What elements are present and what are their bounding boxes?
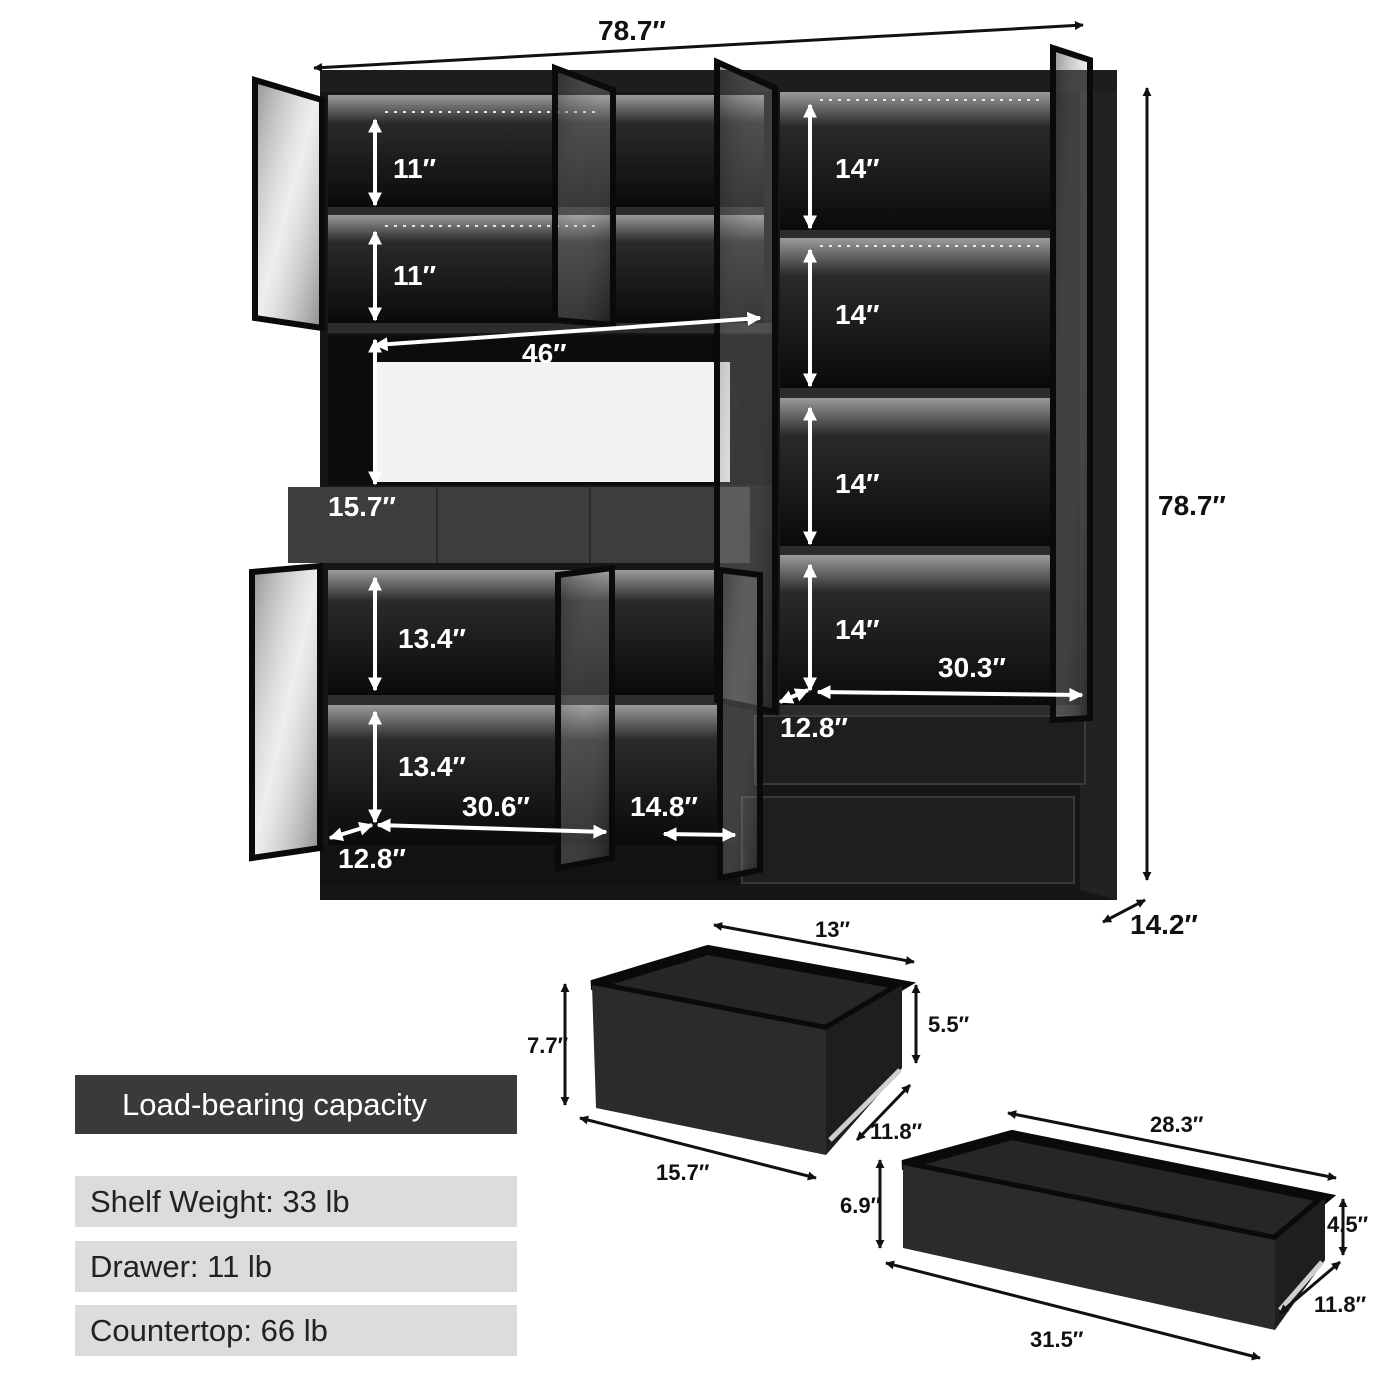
dim-large-drawer-length: 31.5″ [1030,1327,1084,1352]
small-drawer-illustration [590,944,917,1155]
cabinet-base [320,845,740,885]
countertop-drawers [288,487,750,563]
door-lower-left [249,562,323,862]
door-lower-right [717,566,763,882]
dim-small-drawer-outer-height: 7.7″ [527,1033,569,1058]
open-bay-light [375,362,730,482]
dim-lower-left-shelf-top: 13.4″ [398,623,466,654]
dim-right-shelf-2: 14″ [835,299,880,330]
dim-overall-height: 78.7″ [1158,490,1226,521]
dim-lower-left-shelf-bottom: 13.4″ [398,751,466,782]
upper-left-compartment-2 [328,215,764,323]
dim-lower-left-bay-depth: 12.8″ [338,843,406,874]
dim-small-drawer-depth: 11.8″ [870,1119,923,1144]
dim-upper-left-shelf-bottom: 11″ [393,260,436,291]
door-tall-middle [714,57,778,716]
lower-right-drawer-2 [741,796,1075,884]
door-upper-left [252,75,325,332]
dim-right-bay-depth: 12.8″ [780,712,848,743]
small-drawer-front [592,985,826,1155]
dim-open-bay-height: 15.7″ [328,491,396,522]
dim-small-drawer-width: 13″ [815,917,850,942]
dim-right-bay-width: 30.3″ [938,652,1006,683]
right-compartment-1 [780,92,1052,230]
dim-right-shelf-4: 14″ [835,614,880,645]
door-lower-middle [555,564,615,872]
dim-lower-left-bay-width: 30.6″ [462,791,530,822]
dim-large-drawer-inner-height: 4.5″ [1327,1212,1369,1237]
large-drawer-dimension-lines [875,1110,1348,1361]
dim-large-drawer-width: 28.3″ [1150,1112,1204,1137]
lower-left-compartment-1 [328,570,718,695]
cabinet-illustration: 11″ 11″ 46″ 15.7″ 14″ 14″ 14″ 14″ 30.3″ … [249,43,1117,900]
load-capacity-title: Load-bearing capacity [75,1075,517,1134]
dim-large-drawer-depth: 11.8″ [1314,1292,1367,1317]
outer-dimension-lines [313,20,1152,924]
right-compartment-3 [780,398,1052,546]
small-drawer-side [826,985,902,1155]
load-row-shelf: Shelf Weight: 33 lb [75,1176,517,1227]
door-upper-middle [552,63,616,329]
small-drawer-inner [592,950,902,1030]
right-compartment-4 [780,555,1052,705]
dim-depth: 14.2″ [1130,909,1198,940]
dim-small-drawer-inner-height: 5.5″ [928,1012,970,1037]
upper-left-compartment-1 [328,95,764,207]
dim-large-drawer-outer-height: 6.9″ [840,1193,882,1218]
dim-open-bay-width: 46″ [522,338,567,369]
door-tall-right [1050,43,1093,724]
inner-dimension-lines [328,103,1084,842]
load-row-countertop: Countertop: 66 lb [75,1305,517,1356]
load-row-drawer: Drawer: 11 lb [75,1241,517,1292]
dim-upper-left-shelf-top: 11″ [393,153,436,184]
glass-doors [249,43,1093,882]
small-drawer-dimension-lines [560,922,921,1181]
dim-small-drawer-length: 15.7″ [656,1160,710,1185]
dim-right-shelf-3: 14″ [835,468,880,499]
dim-lower-middle-bay-width: 14.8″ [630,791,698,822]
dim-right-shelf-1: 14″ [835,153,880,184]
dim-overall-width: 78.7″ [598,15,666,46]
led-strips [385,99,1045,247]
right-compartment-2 [780,238,1052,388]
